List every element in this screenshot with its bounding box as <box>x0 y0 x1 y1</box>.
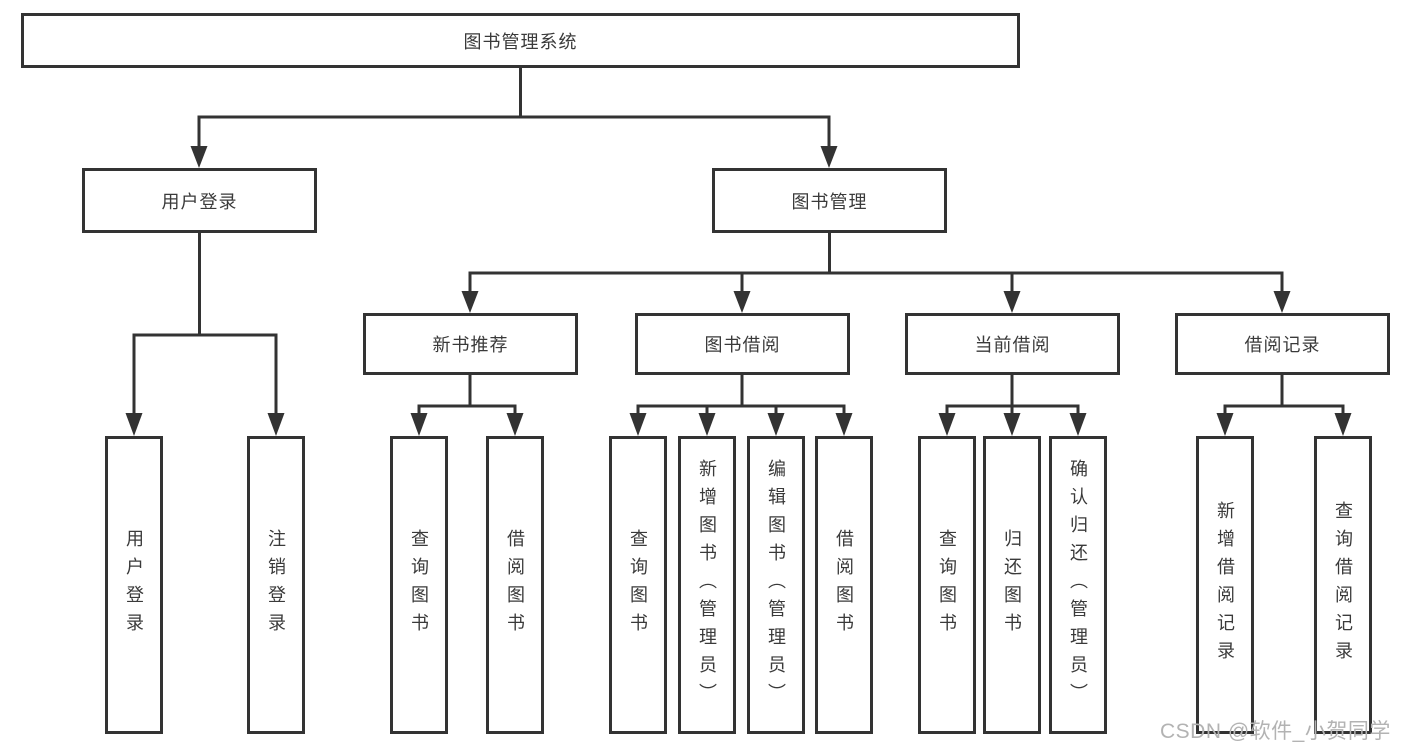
node-label: 注销登录 <box>266 529 286 641</box>
node-label: 当前借阅 <box>974 335 1051 355</box>
leaf-query-borrow-record: 查询借阅记录 <box>1314 436 1372 734</box>
node-label: 编辑图书（管理员） <box>766 459 786 711</box>
leaf-add-book-admin: 新增图书（管理员） <box>678 436 736 734</box>
leaf-user-login: 用户登录 <box>105 436 163 734</box>
leaf-logout: 注销登录 <box>247 436 305 734</box>
node-label: 新增图书（管理员） <box>697 459 717 711</box>
node-label: 借阅图书 <box>834 529 854 641</box>
leaf-query-book-1: 查询图书 <box>390 436 448 734</box>
leaf-edit-book-admin: 编辑图书（管理员） <box>747 436 805 734</box>
node-book-borrow: 图书借阅 <box>635 313 850 375</box>
node-label: 查询借阅记录 <box>1333 501 1353 669</box>
node-user-login: 用户登录 <box>82 168 317 233</box>
csdn-watermark: CSDN @软件_小贺同学 <box>1160 720 1391 743</box>
node-label: 图书管理 <box>791 191 868 212</box>
leaf-borrow-book-1: 借阅图书 <box>486 436 544 734</box>
node-label: 查询图书 <box>409 529 429 641</box>
leaf-confirm-return-admin: 确认归还（管理员） <box>1049 436 1107 734</box>
node-label: 图书借阅 <box>704 335 781 355</box>
node-label: 图书管理系统 <box>463 31 578 52</box>
node-label: 新增借阅记录 <box>1215 501 1235 669</box>
node-borrow-records: 借阅记录 <box>1175 313 1390 375</box>
node-label: 用户登录 <box>124 529 144 641</box>
node-label: 新书推荐 <box>432 335 509 355</box>
leaf-borrow-book-2: 借阅图书 <box>815 436 873 734</box>
node-label: 归还图书 <box>1002 529 1022 641</box>
node-label: 查询图书 <box>937 529 957 641</box>
node-new-book-recommend: 新书推荐 <box>363 313 578 375</box>
node-label: 借阅记录 <box>1244 335 1321 355</box>
node-library-system: 图书管理系统 <box>21 13 1020 68</box>
node-label: 确认归还（管理员） <box>1068 459 1088 711</box>
leaf-query-book-3: 查询图书 <box>918 436 976 734</box>
leaf-add-borrow-record: 新增借阅记录 <box>1196 436 1254 734</box>
leaf-query-book-2: 查询图书 <box>609 436 667 734</box>
node-current-borrow: 当前借阅 <box>905 313 1120 375</box>
leaf-return-book: 归还图书 <box>983 436 1041 734</box>
node-book-management: 图书管理 <box>712 168 947 233</box>
node-label: 借阅图书 <box>505 529 525 641</box>
node-label: 用户登录 <box>161 191 238 212</box>
node-label: 查询图书 <box>628 529 648 641</box>
